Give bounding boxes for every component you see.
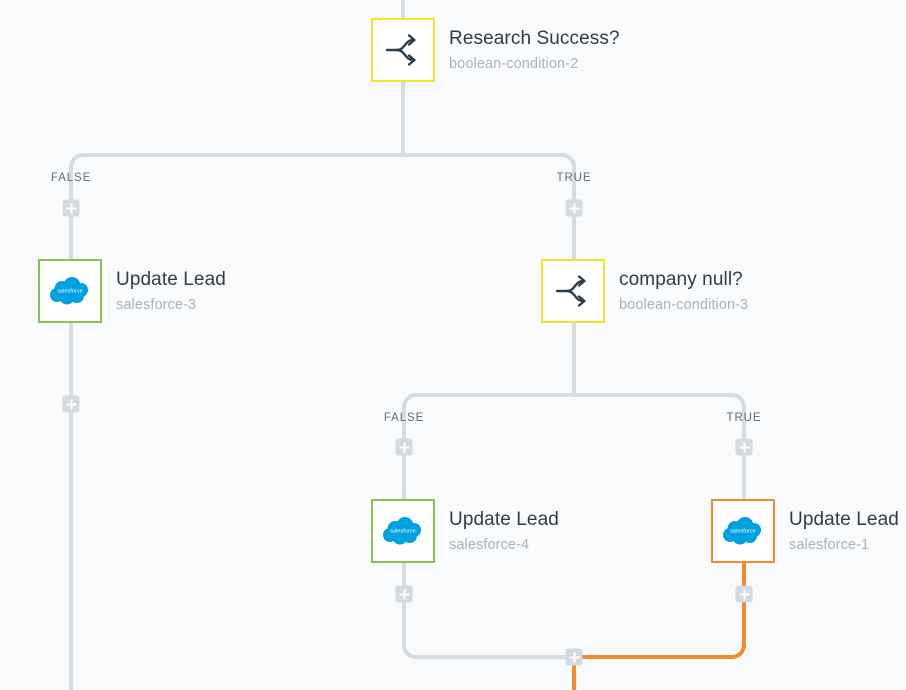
- node-subtitle: boolean-condition-3: [619, 296, 749, 313]
- edge-split1-left: [68, 153, 403, 259]
- node-subtitle: salesforce-1: [789, 536, 870, 553]
- add-step-button-after-salesforce-3[interactable]: [62, 395, 80, 413]
- edge-split2-left: [401, 393, 574, 499]
- add-step-button-at-merge[interactable]: [565, 648, 583, 666]
- node-boolean-condition-3[interactable]: company null? boolean-condition-3: [541, 259, 748, 323]
- node-subtitle: boolean-condition-2: [449, 55, 579, 72]
- branch-label-false-2: FALSE: [383, 412, 425, 424]
- edge-salesforce1-merge-active: [574, 563, 747, 659]
- node-salesforce-3[interactable]: salesforce Update Lead salesforce-3: [38, 259, 226, 323]
- node-text: Update Lead salesforce-1: [789, 508, 899, 554]
- node-text: Update Lead salesforce-3: [116, 268, 226, 314]
- branch-icon: [385, 34, 416, 66]
- salesforce-icon: salesforce: [50, 277, 88, 305]
- salesforce-wordmark: salesforce: [57, 289, 83, 295]
- node-salesforce-1[interactable]: salesforce Update Lead salesforce-1: [711, 499, 899, 563]
- add-step-button-after-false-2[interactable]: [395, 438, 413, 456]
- edge-split1-right: [403, 153, 577, 259]
- add-step-button-after-false-1[interactable]: [62, 199, 80, 217]
- branch-label-false-1: FALSE: [50, 172, 92, 184]
- edge-salesforce4-merge: [401, 563, 574, 659]
- add-step-button-after-true-2[interactable]: [735, 438, 753, 456]
- add-step-button-after-true-1[interactable]: [565, 199, 583, 217]
- node-subtitle: salesforce-4: [449, 536, 530, 553]
- node-boolean-condition-2[interactable]: Research Success? boolean-condition-2: [371, 18, 620, 82]
- node-salesforce-4[interactable]: salesforce Update Lead salesforce-4: [371, 499, 559, 563]
- node-icon-box[interactable]: [371, 18, 435, 82]
- node-subtitle: salesforce-3: [116, 296, 197, 313]
- node-title: Update Lead: [449, 509, 559, 531]
- add-step-button-below-salesforce-1[interactable]: [735, 585, 753, 603]
- salesforce-wordmark: salesforce: [730, 529, 756, 535]
- node-title: Research Success?: [449, 28, 620, 50]
- node-icon-box[interactable]: [541, 259, 605, 323]
- node-icon-box[interactable]: salesforce: [711, 499, 775, 563]
- salesforce-icon: salesforce: [383, 517, 421, 545]
- node-icon-box[interactable]: salesforce: [38, 259, 102, 323]
- branch-label-true-2: TRUE: [726, 412, 762, 424]
- branch-label-true-1: TRUE: [556, 172, 592, 184]
- salesforce-wordmark: salesforce: [390, 529, 416, 535]
- node-icon-box[interactable]: salesforce: [371, 499, 435, 563]
- node-title: company null?: [619, 269, 743, 291]
- salesforce-icon: salesforce: [723, 517, 761, 545]
- node-text: Update Lead salesforce-4: [449, 508, 559, 554]
- node-title: Update Lead: [116, 269, 226, 291]
- node-title: Update Lead: [789, 509, 899, 531]
- node-text: Research Success? boolean-condition-2: [449, 27, 620, 73]
- add-step-button-below-salesforce-4[interactable]: [395, 585, 413, 603]
- branch-icon: [555, 275, 586, 307]
- node-text: company null? boolean-condition-3: [619, 268, 748, 314]
- edge-split2-right: [574, 393, 747, 499]
